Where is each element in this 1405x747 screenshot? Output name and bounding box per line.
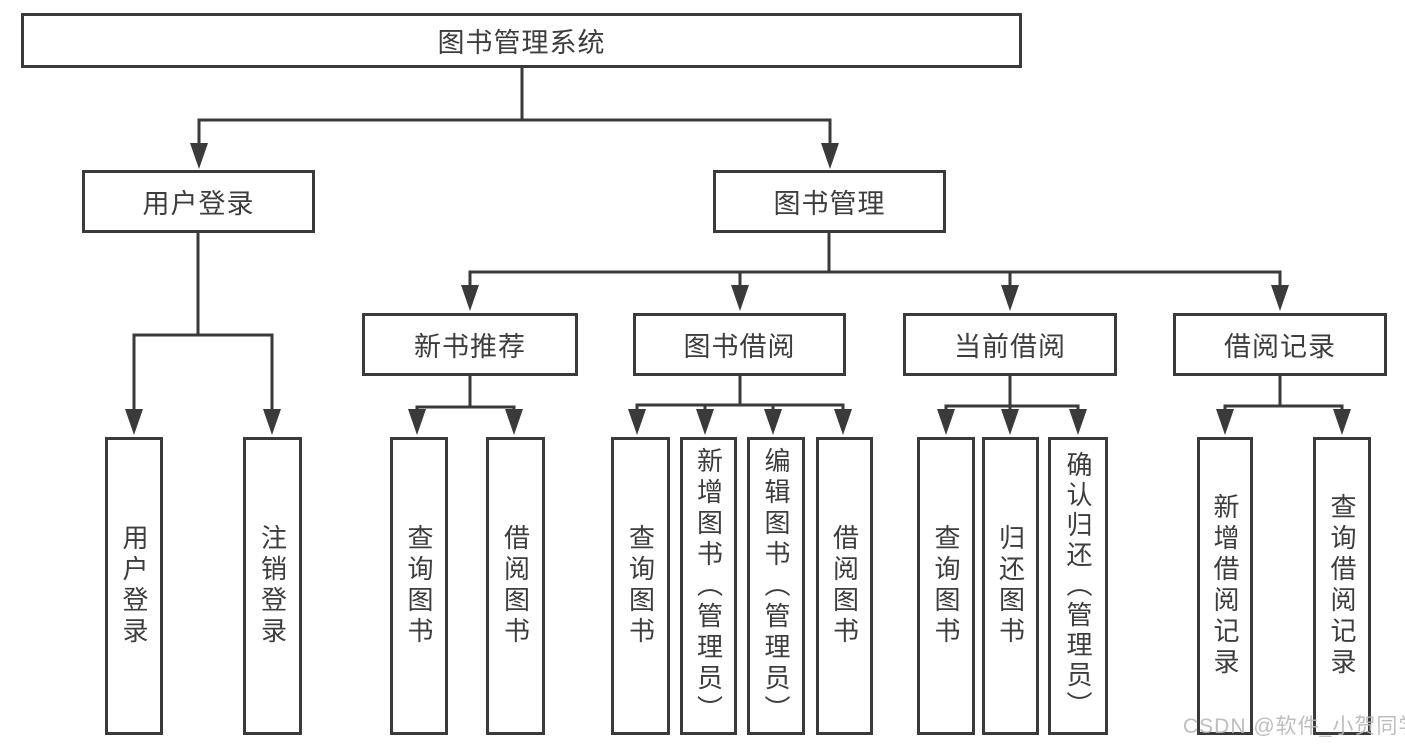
node-new-book-recommendation: 新书推荐 — [362, 313, 578, 376]
csdn-watermark: CSDN @软件_小贺同学 — [1183, 715, 1405, 738]
leaf-return-books: 归还图书 — [982, 437, 1039, 735]
node-user-login-branch: 用户登录 — [82, 170, 315, 233]
node-library-management-system: 图书管理系统 — [21, 13, 1022, 68]
leaf-add-borrow-record: 新增借阅记录 — [1197, 437, 1253, 735]
leaf-query-books-recommend: 查询图书 — [390, 437, 448, 735]
node-borrowing-records: 借阅记录 — [1173, 313, 1387, 376]
leaf-user-login: 用户登录 — [105, 437, 163, 735]
node-book-management-branch: 图书管理 — [713, 170, 946, 233]
leaf-add-books-admin: 新增图书（管理员） — [680, 437, 737, 735]
leaf-edit-books-admin: 编辑图书（管理员） — [747, 437, 805, 735]
leaf-query-books-borrowing: 查询图书 — [611, 437, 670, 735]
leaf-logout: 注销登录 — [243, 437, 302, 735]
node-current-borrowing: 当前借阅 — [903, 313, 1117, 376]
arrowheads — [125, 143, 1351, 435]
leaf-borrow-books-borrowing: 借阅图书 — [816, 437, 873, 735]
node-book-borrowing: 图书借阅 — [633, 313, 846, 376]
leaf-confirm-return-admin: 确认归还（管理员） — [1048, 437, 1108, 735]
tree-edges — [132, 68, 1344, 412]
leaf-query-borrow-record: 查询借阅记录 — [1313, 437, 1371, 735]
leaf-query-books-current: 查询图书 — [917, 437, 975, 735]
leaf-borrow-books-recommend: 借阅图书 — [486, 437, 545, 735]
